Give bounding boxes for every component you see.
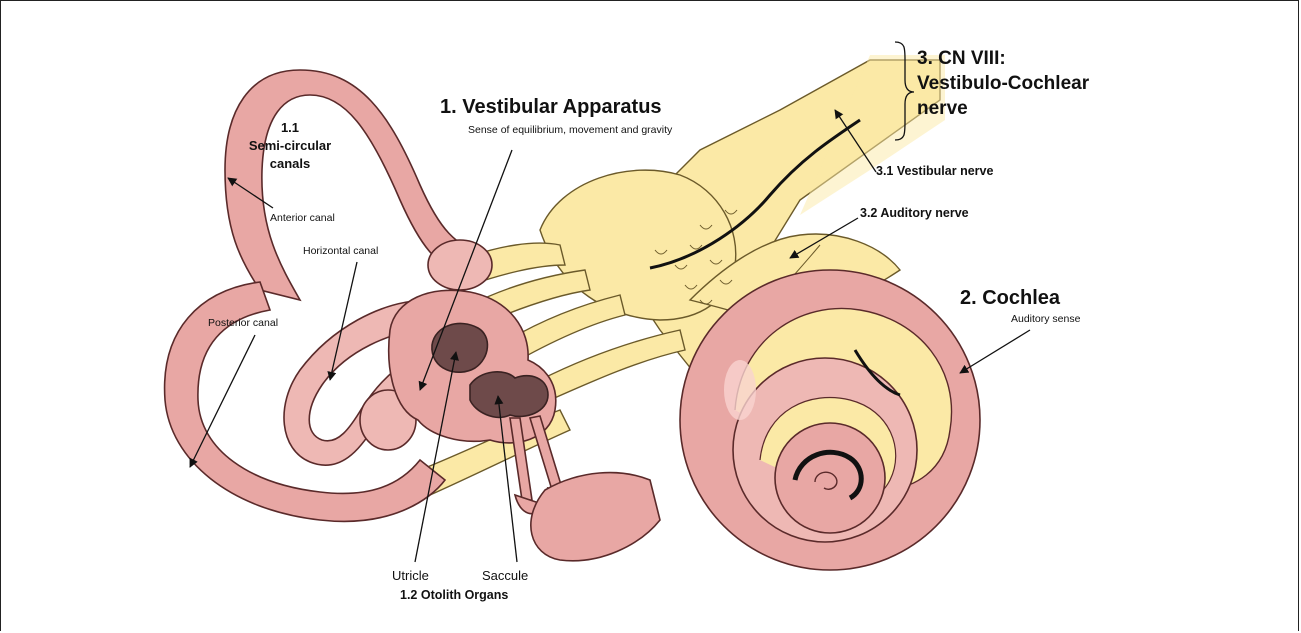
auditory-nerve-label: 3.2 Auditory nerve [860, 206, 969, 220]
vestibular-nerve-label: 3.1 Vestibular nerve [876, 164, 993, 178]
utricle-label: Utricle [392, 568, 429, 583]
saccule-label: Saccule [482, 568, 528, 583]
saccule-macula [470, 372, 548, 417]
horizontal-canal-label: Horizontal canal [303, 245, 378, 257]
utricle-macula [432, 323, 488, 372]
semi-circular-label-1: Semi-circular [249, 138, 331, 153]
cochlea-arrow [960, 330, 1030, 373]
cochlea-sub: Auditory sense [1011, 313, 1081, 325]
cochlea-label: 2. Cochlea [960, 287, 1061, 309]
vestibular-apparatus-sub: Sense of equilibrium, movement and gravi… [468, 124, 673, 136]
cn8-label-2: Vestibulo-Cochlear [917, 73, 1090, 94]
anterior-canal-label: Anterior canal [270, 212, 335, 224]
otolith-organs-label: 1.2 Otolith Organs [400, 588, 508, 602]
semi-circular-label-2: canals [270, 156, 310, 171]
cn8-label-1: 3. CN VIII: [917, 48, 1006, 69]
semi-circular-number: 1.1 [281, 120, 299, 135]
vestibular-apparatus-label: 1. Vestibular Apparatus [440, 96, 662, 118]
posterior-canal-label: Posterior canal [208, 317, 278, 329]
cn8-label-3: nerve [917, 98, 968, 119]
